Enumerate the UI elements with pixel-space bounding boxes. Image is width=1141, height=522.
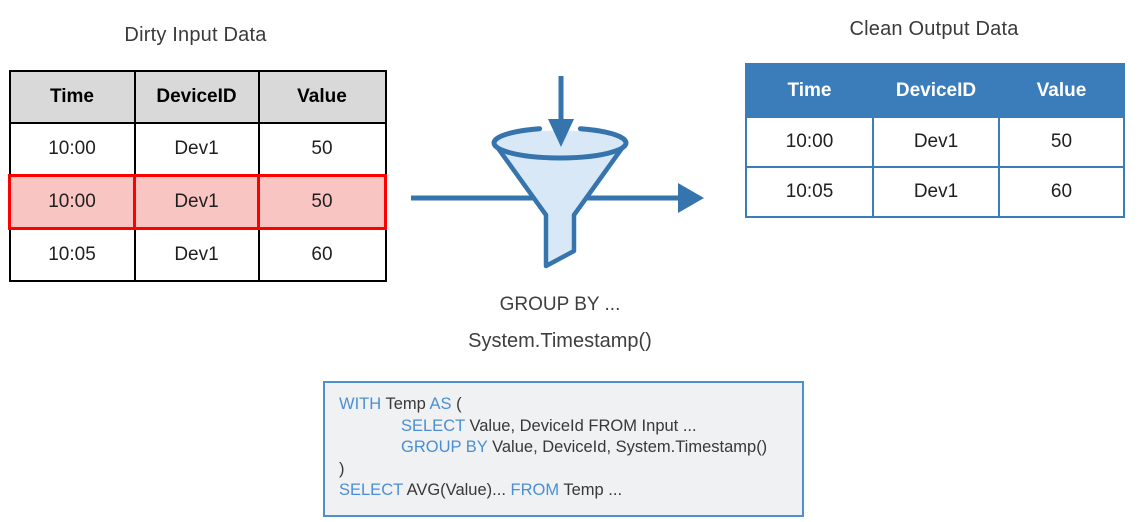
arrow-right-icon [411, 183, 704, 213]
table-cell: 60 [257, 227, 387, 282]
table-cell: 10:05 [745, 166, 874, 218]
column-header: Time [745, 63, 874, 118]
table-row: 10:05 Dev1 60 [8, 227, 387, 282]
sql-keyword: FROM [510, 481, 560, 500]
column-header: Value [998, 63, 1125, 118]
column-header: Value [257, 70, 387, 124]
table-cell: 50 [257, 122, 387, 177]
code-text: ) [339, 459, 345, 478]
table-cell: Dev1 [133, 122, 260, 177]
code-text: Value, DeviceId FROM Input ... [464, 416, 697, 435]
table-cell: 50 [257, 174, 387, 230]
funnel-caption-groupby: GROUP BY ... [499, 294, 621, 315]
table-cell: 10:00 [8, 174, 136, 230]
funnel-caption-timestamp: System.Timestamp() [468, 330, 652, 352]
sql-keyword: SELECT [401, 416, 465, 435]
code-line: GROUP BY Value, DeviceId, System.Timesta… [339, 437, 794, 459]
table-cell: Dev1 [872, 166, 1000, 218]
sql-code-box: WITH Temp AS ( SELECT Value, DeviceId FR… [323, 381, 804, 517]
table-cell: 50 [998, 116, 1125, 168]
table-row: 10:00 Dev1 50 [8, 122, 387, 177]
table-cell: 10:00 [745, 116, 874, 168]
arrow-down-icon [548, 76, 574, 147]
table-header-row: Time DeviceID Value [8, 70, 387, 124]
table-cell: 10:05 [8, 227, 136, 282]
code-text: Temp ... [559, 481, 623, 500]
table-row: 10:05 Dev1 60 [745, 166, 1125, 218]
table-cell: 60 [998, 166, 1125, 218]
output-table-title: Clean Output Data [849, 18, 1019, 40]
column-header: Time [8, 70, 136, 124]
sql-keyword: SELECT [339, 481, 403, 500]
code-line: WITH Temp AS ( [339, 394, 794, 416]
code-line: SELECT Value, DeviceId FROM Input ... [339, 416, 794, 438]
table-cell: Dev1 [133, 227, 260, 282]
table-cell: Dev1 [133, 174, 260, 230]
sql-keyword: WITH [339, 395, 382, 413]
table-row: 10:00 Dev1 50 [745, 116, 1125, 168]
code-line: ) [339, 459, 794, 481]
table-row-duplicate-highlighted: 10:00 Dev1 50 [8, 174, 387, 230]
code-line: SELECT AVG(Value)... FROM Temp ... [339, 480, 794, 502]
code-text: ( [451, 395, 462, 413]
table-cell: 10:00 [8, 122, 136, 177]
dirty-input-table: Time DeviceID Value 10:00 Dev1 50 10:00 … [8, 70, 387, 282]
code-text: Value, DeviceId, System.Timestamp() [487, 438, 768, 457]
input-table-title: Dirty Input Data [124, 24, 267, 46]
sql-keyword: GROUP BY [401, 438, 488, 457]
column-header: DeviceID [133, 70, 260, 124]
code-text: Temp [381, 395, 430, 413]
funnel-icon [491, 126, 629, 269]
code-text: AVG(Value)... [402, 481, 511, 500]
table-cell: Dev1 [872, 116, 1000, 168]
column-header: DeviceID [872, 63, 1000, 118]
sql-keyword: AS [429, 395, 452, 413]
clean-output-table: Time DeviceID Value 10:00 Dev1 50 10:05 … [745, 63, 1125, 218]
table-header-row: Time DeviceID Value [745, 63, 1125, 118]
